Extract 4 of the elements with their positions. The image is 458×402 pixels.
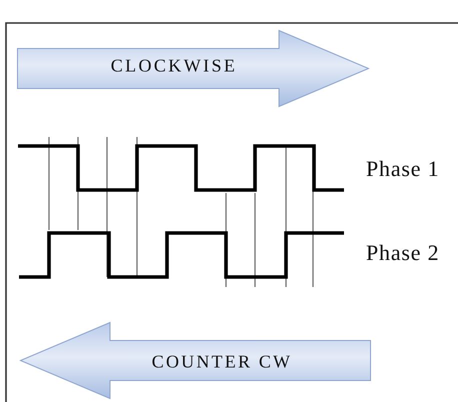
direction-label: CLOCKWISE [110, 56, 238, 76]
signal-label: Phase 1 [366, 156, 440, 182]
signal-label: Phase 2 [366, 240, 440, 266]
direction-label: COUNTER CW [152, 352, 292, 372]
